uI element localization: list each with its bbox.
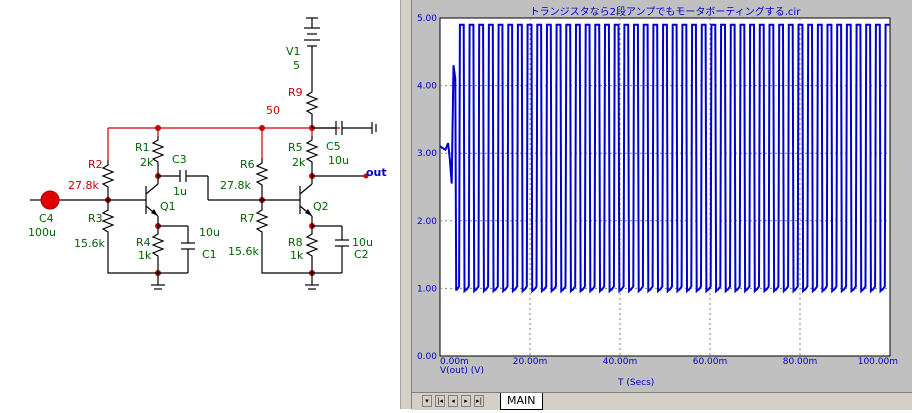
plot-title: トランジスタなら2段アンプでもモータボーティングする.cir — [530, 5, 802, 18]
plot-window[interactable]: 0.00 1.00 2.00 3.00 4.00 5.00 0.00m 20.00m 40.0… — [412, 0, 912, 410]
tab-bar: ▾ |◂ ◂ ▸ ▸| MAIN — [412, 392, 912, 410]
out-node[interactable] — [363, 173, 369, 179]
c5-value: 10u — [328, 154, 349, 167]
c2-value: 10u — [352, 236, 373, 249]
y-tick-label: 2.00 — [417, 217, 437, 227]
next-tab-icon[interactable]: ▸ — [461, 395, 471, 407]
r5-value: 2k — [292, 156, 306, 169]
plot-area — [439, 17, 891, 357]
schematic-pane[interactable]: V1 5 R9 50 R1 2k C3 1u R2 27.8k C4 100u … — [0, 0, 400, 409]
scroll-down-icon[interactable]: ▾ — [422, 395, 432, 407]
r6-name: R6 — [240, 158, 255, 171]
x-tick-labels: 0.00m 20.00m 40.00m 60.00m 80.00m 100.00m — [440, 357, 898, 367]
r3-name: R3 — [88, 212, 103, 225]
last-tab-icon[interactable]: ▸| — [474, 395, 484, 407]
q2-emitter-arrow — [305, 209, 312, 216]
plot-canvas[interactable]: 0.00 1.00 2.00 3.00 4.00 5.00 0.00m 20.00m 40.0… — [412, 0, 912, 392]
y-tick-label: 1.00 — [417, 284, 437, 294]
r3-value: 15.6k — [74, 237, 105, 250]
r4-value: 1k — [138, 249, 152, 262]
r7-name: R7 — [240, 212, 255, 225]
c1-value: 10u — [199, 226, 220, 239]
trace-vout — [439, 23, 890, 294]
q1-name: Q1 — [160, 200, 176, 213]
r1-name: R1 — [135, 141, 150, 154]
q1-emitter-arrow — [151, 209, 158, 216]
tab-main[interactable]: MAIN — [500, 393, 543, 410]
wires — [30, 17, 377, 290]
x-tick-label: 60.00m — [693, 357, 728, 367]
r8-value: 1k — [290, 249, 304, 262]
c4-name: C4 — [39, 212, 54, 225]
out-label: out — [366, 166, 387, 179]
y-tick-label: 3.00 — [417, 149, 437, 159]
c5-name: C5 — [326, 140, 341, 153]
x-tick-label: 0.00m — [440, 357, 469, 367]
c4-input-node[interactable] — [40, 190, 60, 210]
x-tick-label: 100.00m — [858, 357, 898, 367]
c3-name: C3 — [172, 153, 187, 166]
q2-name: Q2 — [313, 200, 329, 213]
c4-value: 100u — [28, 226, 56, 239]
trace-label: V(out) (V) — [440, 366, 484, 376]
first-tab-icon[interactable]: |◂ — [435, 395, 445, 407]
r9-name: R9 — [288, 86, 303, 99]
v1-name: V1 — [286, 45, 301, 58]
r8-name: R8 — [288, 236, 303, 249]
r2-name: R2 — [88, 158, 103, 171]
y-tick-labels: 0.00 1.00 2.00 3.00 4.00 5.00 — [417, 14, 437, 362]
x-tick-label: 20.00m — [513, 357, 548, 367]
x-axis-label: T (Secs) — [617, 378, 654, 388]
r4-name: R4 — [136, 236, 151, 249]
c3-value: 1u — [173, 185, 187, 198]
c2-name: C2 — [354, 248, 369, 261]
x-tick-label: 40.00m — [603, 357, 638, 367]
y-tick-label: 0.00 — [417, 352, 437, 362]
r7-value: 15.6k — [228, 245, 259, 258]
prev-tab-icon[interactable]: ◂ — [448, 395, 458, 407]
r1-value: 2k — [140, 156, 154, 169]
r5-name: R5 — [288, 141, 303, 154]
y-tick-label: 4.00 — [417, 82, 437, 92]
c1-name: C1 — [202, 248, 217, 261]
r9-value: 50 — [266, 104, 280, 117]
x-tick-label: 80.00m — [783, 357, 818, 367]
r6-value: 27.8k — [220, 179, 251, 192]
r2-value: 27.8k — [68, 179, 99, 192]
v1-value: 5 — [293, 59, 300, 72]
schematic-canvas[interactable]: V1 5 R9 50 R1 2k C3 1u R2 27.8k C4 100u … — [0, 0, 400, 409]
y-tick-label: 5.00 — [417, 14, 437, 24]
splitter[interactable] — [400, 0, 412, 409]
